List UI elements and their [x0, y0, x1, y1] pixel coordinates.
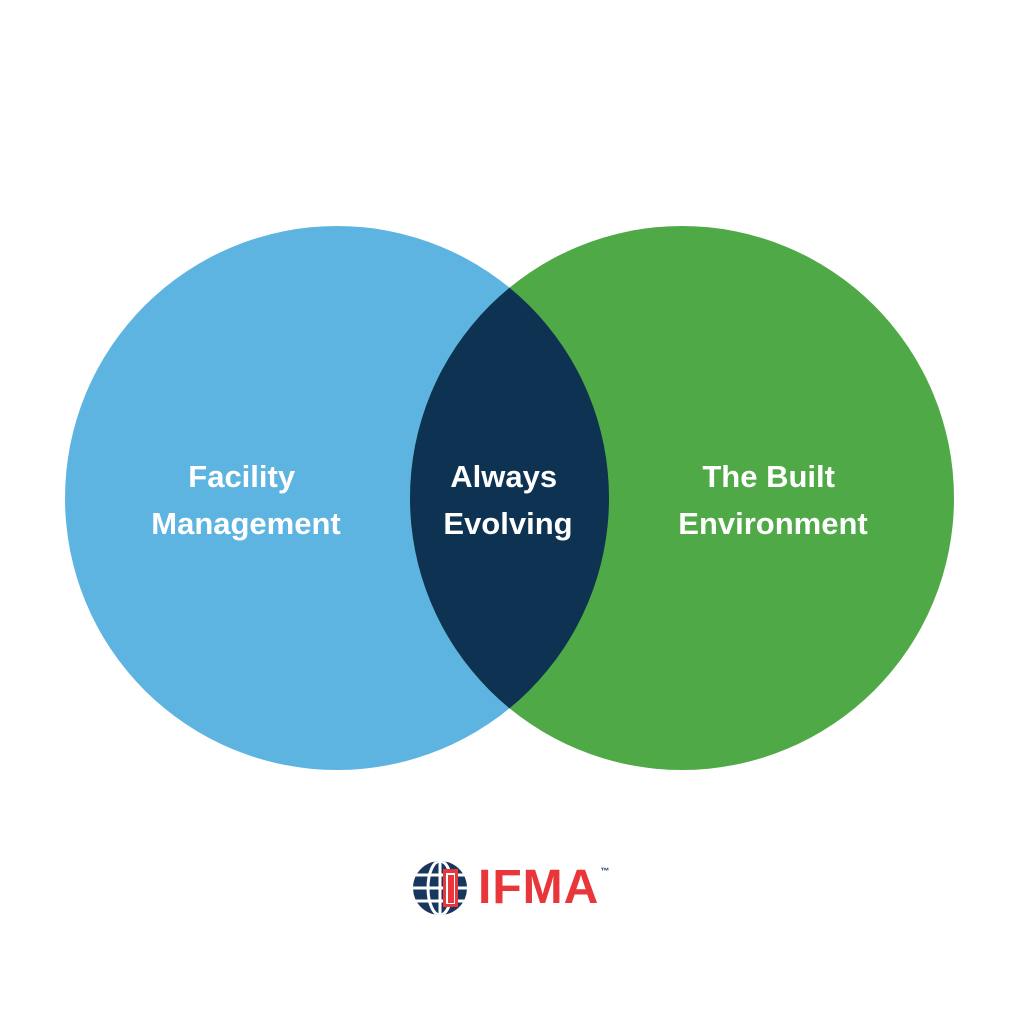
intersection-region [410, 226, 609, 770]
always-evolving-line-2: Evolving [443, 506, 572, 541]
logo-text: IFMA [478, 861, 600, 914]
built-environment-line-2: Environment [678, 506, 867, 541]
built-environment-label: The Built Environment [678, 459, 867, 541]
ifma-logo: IFMA ™ [410, 852, 609, 924]
globe-icon [413, 861, 467, 915]
facility-management-line-1: Facility [188, 459, 296, 494]
logo-trademark: ™ [600, 866, 610, 876]
built-environment-line-1: The Built [702, 459, 835, 494]
always-evolving-label: Always Evolving [443, 459, 572, 541]
always-evolving-line-1: Always [450, 459, 557, 494]
facility-management-label: Facility Management [151, 459, 340, 541]
facility-management-line-2: Management [151, 506, 340, 541]
